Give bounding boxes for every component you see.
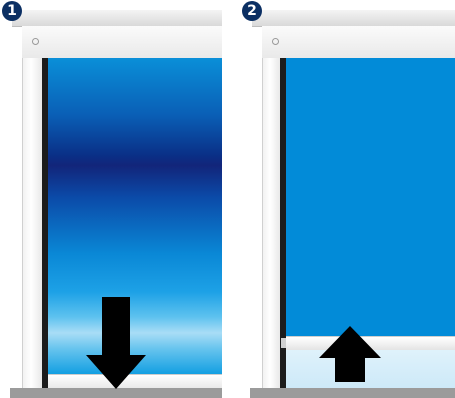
blind-cassette bbox=[262, 26, 455, 59]
cassette-top bbox=[12, 10, 222, 27]
step-1-panel: 1 bbox=[0, 0, 222, 398]
blind-fabric-raised bbox=[286, 58, 455, 336]
screw-icon bbox=[32, 38, 39, 45]
window-frame-side bbox=[22, 58, 43, 388]
window-sill bbox=[10, 388, 222, 398]
step-number-badge: 2 bbox=[242, 1, 262, 21]
arrow-down-icon bbox=[86, 297, 146, 389]
screw-icon bbox=[272, 38, 279, 45]
window-sill bbox=[250, 388, 455, 398]
cassette-top bbox=[252, 10, 455, 27]
arrow-up-icon bbox=[319, 326, 381, 382]
blind-cassette bbox=[22, 26, 222, 59]
window-frame-side bbox=[262, 58, 281, 388]
step-number-badge: 1 bbox=[2, 1, 22, 21]
step-2-panel: 2 bbox=[240, 0, 455, 398]
